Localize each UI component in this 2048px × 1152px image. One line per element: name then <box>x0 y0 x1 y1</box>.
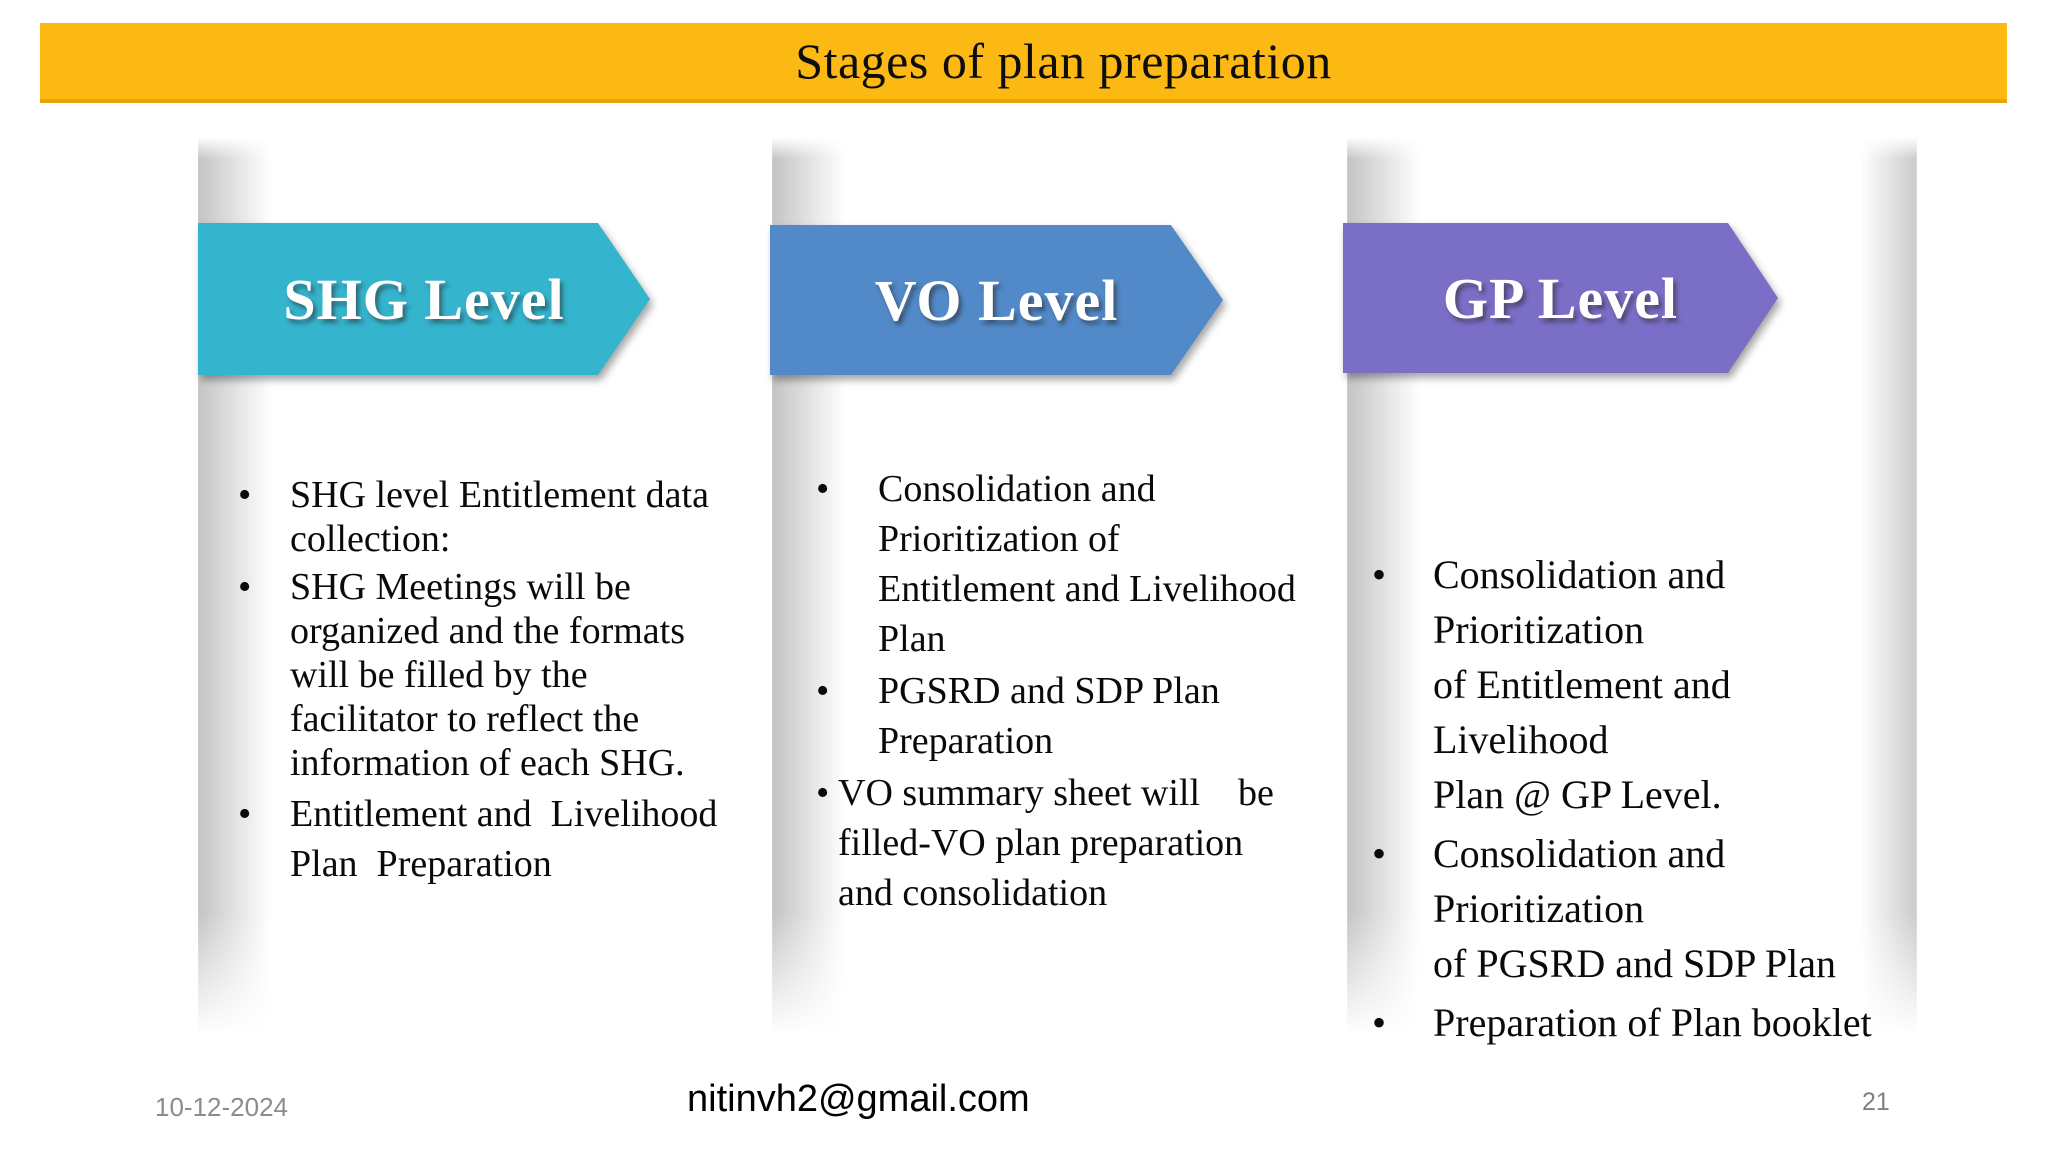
column-header-gp: GP Level <box>1442 265 1679 331</box>
slide-title: Stages of plan preparation <box>795 33 1332 89</box>
footer-date: 10-12-2024 <box>155 1092 288 1122</box>
arrow-shape-gp: GP Level <box>1343 223 1778 373</box>
column-header-shg: SHG Level <box>283 266 565 332</box>
bullet-list-shg: SHG level Entitlement data collection: S… <box>238 473 748 889</box>
bullet-item: SHG Meetings will be organized and the f… <box>238 565 748 785</box>
bullet-item: Consolidation and Prioritization of PGSR… <box>1372 826 1912 991</box>
bullet-item: Consolidation and Prioritization of Enti… <box>1372 547 1912 822</box>
panel-top-fade <box>1347 137 1917 159</box>
panel-top-fade <box>772 137 1332 159</box>
panel-top-fade <box>198 137 758 159</box>
column-header-vo: VO Level <box>874 267 1119 333</box>
bullet-list-vo: Consolidation and Prioritization of Enti… <box>816 464 1321 918</box>
title-bar: Stages of plan preparation <box>40 23 2007 103</box>
arrow-banner-vo: VO Level <box>770 225 1223 375</box>
arrow-banner-gp: GP Level <box>1343 223 1778 373</box>
bullet-item: PGSRD and SDP Plan Preparation <box>816 666 1321 766</box>
arrow-shape-shg: SHG Level <box>198 223 650 375</box>
bullet-item: Consolidation and Prioritization of Enti… <box>816 464 1321 664</box>
bullet-list-gp: Consolidation and Prioritization of Enti… <box>1372 547 1912 1050</box>
panel-bottom-fade <box>198 912 758 1052</box>
panel-bottom-fade <box>772 912 1332 1052</box>
footer-email: nitinvh2@gmail.com <box>687 1078 1030 1120</box>
bullet-item: Entitlement and Livelihood Plan Preparat… <box>238 789 748 889</box>
bullet-item: SHG level Entitlement data collection: <box>238 473 748 561</box>
page-number: 21 <box>1862 1088 1890 1116</box>
arrow-banner-shg: SHG Level <box>198 223 650 375</box>
arrow-shape-vo: VO Level <box>770 225 1223 375</box>
bullet-item: Preparation of Plan booklet <box>1372 995 1912 1050</box>
bullet-item: VO summary sheet will be filled-VO plan … <box>816 768 1321 918</box>
